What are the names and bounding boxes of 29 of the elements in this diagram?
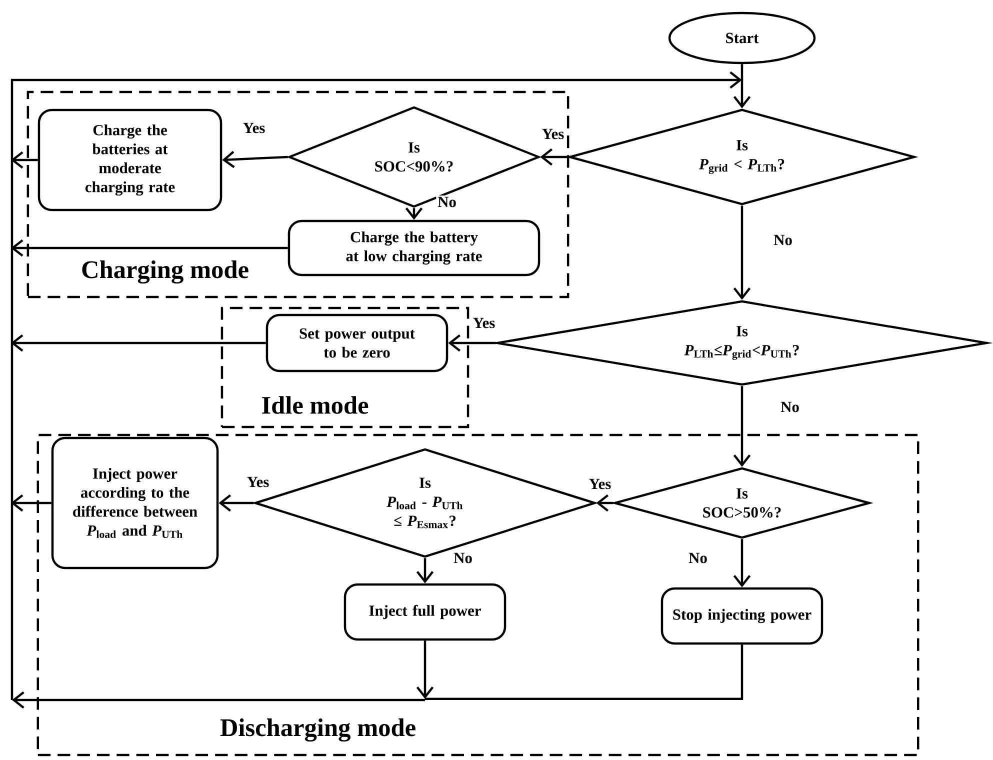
arrow: [12, 691, 425, 709]
arrow: [10, 494, 52, 512]
arrow: [10, 151, 38, 169]
arrow: [10, 239, 288, 257]
arrow: [218, 494, 254, 512]
arrow: [540, 148, 568, 166]
process-box: Stop injecting power: [660, 587, 824, 645]
arrow: [733, 386, 751, 467]
arrow: [733, 539, 751, 588]
edge-label: Yes: [471, 316, 497, 330]
process-box: Charge the battery at low charging rate: [288, 220, 540, 276]
arrow: [416, 640, 434, 699]
edge-label: No: [436, 195, 458, 209]
arrow: [416, 558, 434, 584]
process-box: Inject full power: [344, 583, 506, 641]
arrow: [10, 71, 742, 700]
arrow: [222, 150, 288, 168]
edge-label: Yes: [540, 127, 566, 141]
edge-label: No: [779, 400, 801, 414]
arrow: [448, 334, 496, 352]
arrow: [733, 80, 751, 108]
edge-label: Yes: [241, 121, 267, 135]
arrow: [10, 334, 266, 352]
arrow: [733, 206, 751, 300]
process-box: Set power output to be zero: [266, 314, 448, 372]
edge-label: No: [687, 551, 709, 565]
process-box: Inject power according to the difference between P$_{load}$ and P$_{UTh}$: [51, 436, 219, 570]
process-box: Charge the batteries at moderate charging rate: [38, 108, 222, 212]
edge-label: No: [772, 233, 794, 247]
